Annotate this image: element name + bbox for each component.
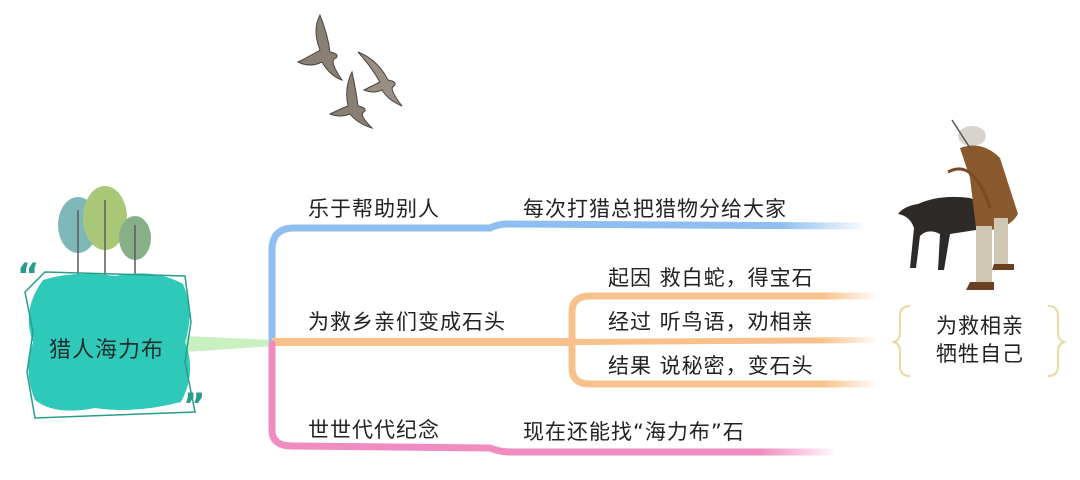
branch-line-3 bbox=[268, 340, 834, 456]
branch-label-2[interactable]: 为救乡亲们变成石头 bbox=[308, 310, 506, 334]
dog-icon bbox=[898, 196, 986, 270]
leaf-label-2-3[interactable]: 结果 说秘密，变石头 bbox=[608, 354, 814, 378]
bird-icon bbox=[296, 13, 344, 81]
branch-line-1 bbox=[268, 220, 864, 344]
leaf-label-2-1[interactable]: 起因 救白蛇，得宝石 bbox=[608, 266, 814, 290]
trees-illustration bbox=[58, 186, 151, 275]
tree-icon bbox=[119, 216, 151, 275]
sub-line-3 bbox=[568, 342, 875, 388]
birds-illustration bbox=[296, 13, 403, 130]
bird-icon bbox=[328, 70, 374, 130]
root-label: 猎人海力布 bbox=[49, 338, 165, 363]
right-brace bbox=[1047, 305, 1068, 377]
hunter-illustration bbox=[898, 119, 1018, 290]
summary-line-1: 为救相亲 bbox=[936, 314, 1024, 338]
sub-line-1 bbox=[568, 292, 875, 342]
left-brace bbox=[890, 305, 911, 377]
close-quote-icon: ” bbox=[183, 386, 206, 426]
leaf-label-2-2[interactable]: 经过 听鸟语，劝相亲 bbox=[608, 310, 814, 334]
root-link bbox=[185, 336, 275, 352]
branch-label-3[interactable]: 世世代代纪念 bbox=[308, 418, 440, 442]
hunter-icon bbox=[947, 119, 1018, 290]
branch-label-1[interactable]: 乐于帮助别人 bbox=[308, 197, 440, 221]
open-quote-icon: “ bbox=[17, 256, 40, 296]
summary-box[interactable]: 为救相亲 牺牲自己 bbox=[905, 312, 1055, 368]
leaf-label-1-1[interactable]: 每次打猎总把猎物分给大家 bbox=[523, 197, 787, 221]
summary-line-2: 牺牲自己 bbox=[936, 342, 1024, 366]
root-background bbox=[24, 271, 196, 419]
root-node[interactable]: “ ” 猎人海力布 bbox=[15, 256, 205, 426]
leaf-label-3-1[interactable]: 现在还能找“海力布”石 bbox=[523, 420, 745, 444]
tree-icon bbox=[83, 186, 127, 275]
bird-icon bbox=[357, 51, 403, 107]
